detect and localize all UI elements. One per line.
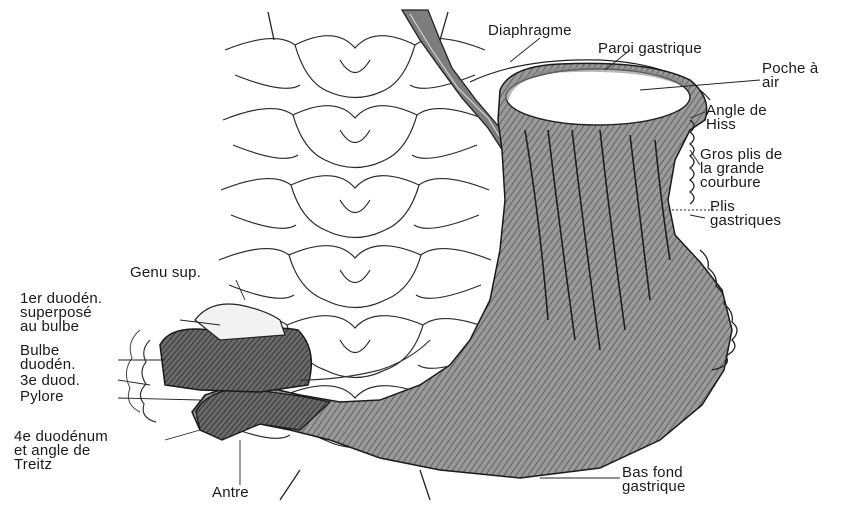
label-text: Genu sup. [130, 264, 201, 281]
label-line: Hiss [706, 118, 767, 132]
label-text: Paroi gastrique [598, 40, 702, 57]
label-line: duodén. [20, 358, 76, 372]
label-text: Diaphragme [488, 22, 572, 39]
label-line: courbure [700, 176, 782, 190]
stomach [192, 63, 737, 478]
label-line: Treitz [14, 458, 108, 472]
label-bulbe: Bulbe duodén. [20, 344, 76, 372]
label-gros-plis: Gros plis de la grande courbure [700, 148, 782, 190]
label-troisieme-duod: 3e duod. [20, 374, 80, 388]
label-line: air [762, 76, 818, 90]
label-bas-fond: Bas fond gastrique [622, 466, 686, 494]
vertebra [223, 106, 487, 168]
label-antre: Antre [212, 486, 249, 500]
label-paroi-gastrique: Paroi gastrique [598, 42, 702, 56]
label-premier-duoden: 1er duodén. superposé au bulbe [20, 292, 102, 334]
label-line: gastrique [622, 480, 686, 494]
label-poche-air: Poche à air [762, 62, 818, 90]
label-text: Antre [212, 484, 249, 501]
label-line: au bulbe [20, 320, 102, 334]
label-quatrieme-duodenum: 4e duodénum et angle de Treitz [14, 430, 108, 472]
label-line: gastriques [710, 214, 781, 228]
label-angle-hiss: Angle de Hiss [706, 104, 767, 132]
label-pylore: Pylore [20, 390, 64, 404]
label-text: Pylore [20, 388, 64, 405]
label-genu-sup: Genu sup. [130, 266, 201, 280]
label-diaphragme: Diaphragme [488, 24, 572, 38]
label-text: 3e duod. [20, 372, 80, 389]
vertebra [219, 246, 491, 308]
label-plis-gastriques: Plis gastriques [710, 200, 781, 228]
vertebra [221, 176, 489, 238]
